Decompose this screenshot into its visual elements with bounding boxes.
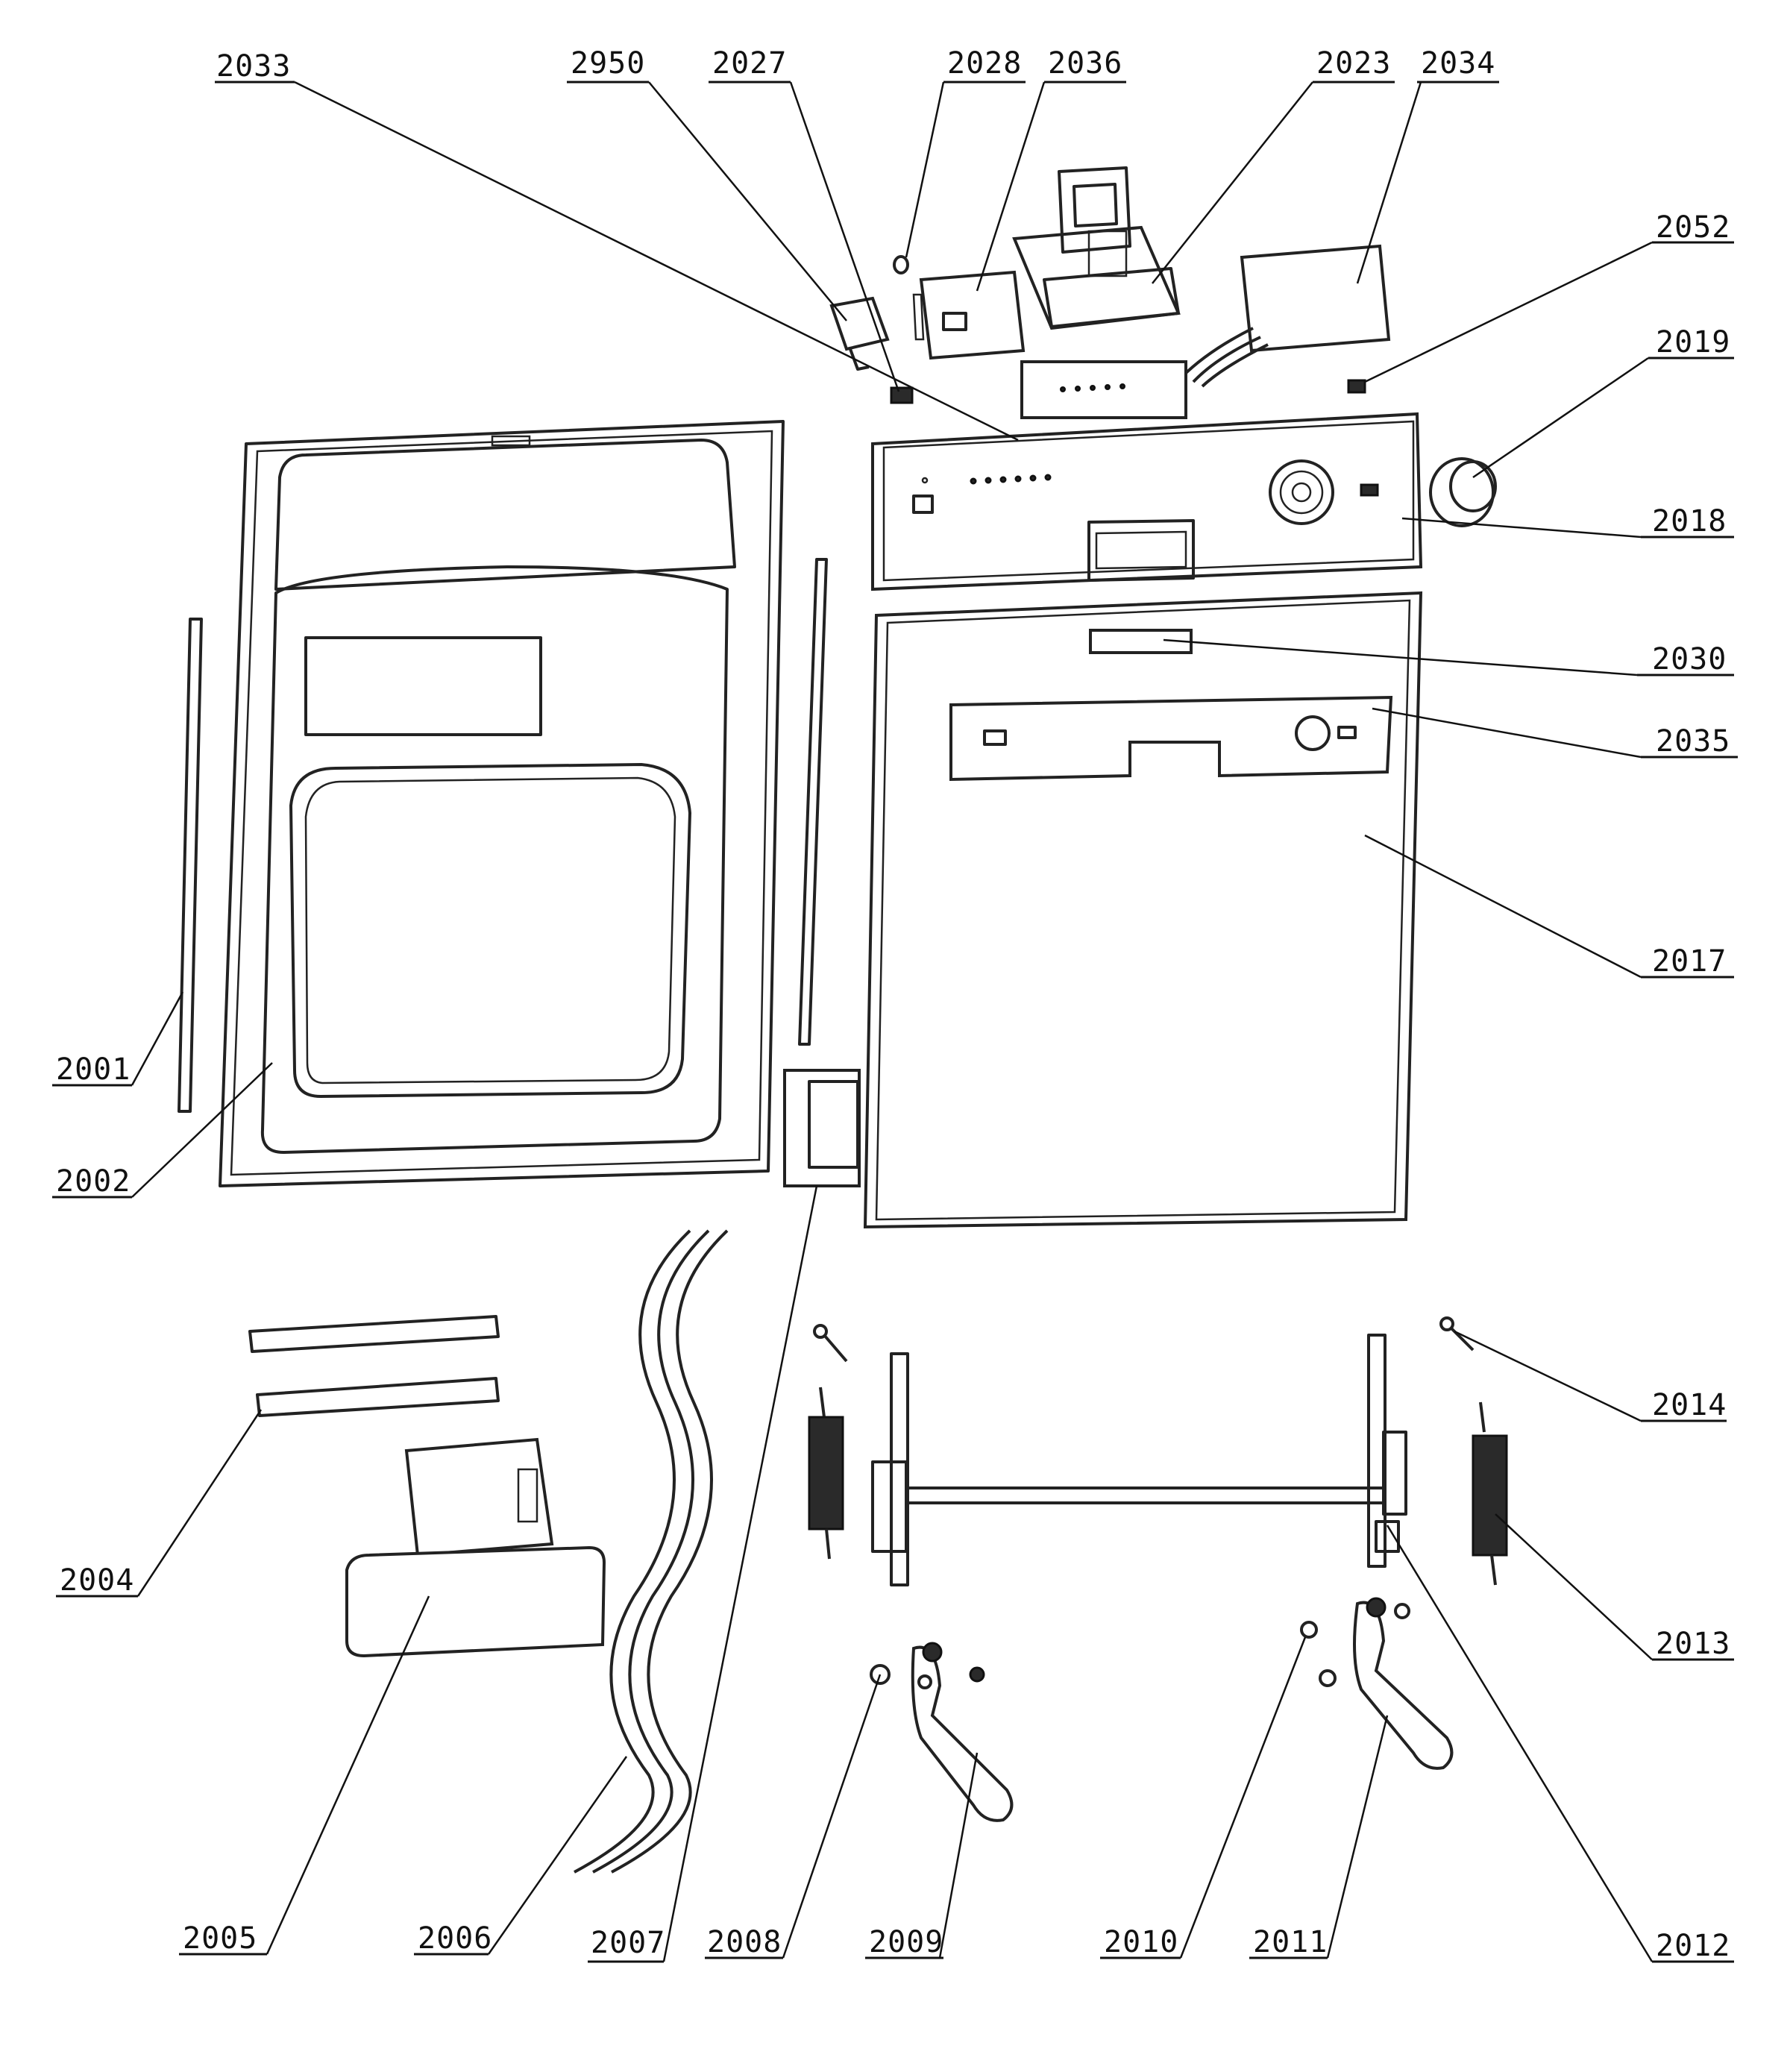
callout-2028: 2028	[947, 46, 1022, 81]
part-side-strip-right	[798, 558, 828, 1046]
callout-2008: 2008	[707, 1925, 782, 1959]
callout-2013: 2013	[1656, 1627, 1730, 1661]
part-2019-knob	[1429, 457, 1497, 527]
part-2004-trim-strips	[248, 1315, 500, 1417]
callout-2030: 2030	[1652, 642, 1727, 676]
callout-2010: 2010	[1104, 1925, 1178, 1959]
leader-lines	[131, 81, 1654, 1962]
callout-2034: 2034	[1421, 46, 1495, 81]
part-2035-control-decal	[949, 695, 1393, 782]
callout-labels: 2033 2950 2027 2028 2036 2023 2034 2052 …	[52, 46, 1738, 1963]
callout-2011: 2011	[1253, 1925, 1328, 1959]
callout-2023: 2023	[1316, 46, 1391, 81]
callout-2017: 2017	[1652, 944, 1727, 979]
part-2002-inner-door	[219, 420, 785, 1187]
part-2013-left-spring	[808, 1387, 844, 1560]
part-2009-left-hinge	[911, 1642, 1014, 1822]
part-2005-door-handle	[345, 1437, 606, 1658]
part-2011-right-hinge	[1319, 1597, 1454, 1770]
part-2028-screw	[893, 255, 909, 274]
part-2052-clip	[1347, 379, 1366, 394]
part-2023-switch-assembly	[1012, 166, 1181, 330]
callout-2004: 2004	[60, 1563, 134, 1598]
callout-2052: 2052	[1656, 210, 1730, 245]
callout-2019: 2019	[1656, 325, 1730, 360]
callout-2027: 2027	[712, 46, 787, 81]
part-2014-left-pin	[813, 1324, 848, 1363]
callout-2007: 2007	[591, 1926, 665, 1960]
part-2013-right-spring	[1472, 1401, 1508, 1586]
part-2008-washers	[870, 1664, 985, 1685]
callout-2036: 2036	[1048, 46, 1122, 81]
callout-2033: 2033	[216, 49, 291, 84]
callout-2005: 2005	[183, 1921, 257, 1956]
callout-2002: 2002	[56, 1164, 131, 1199]
callout-2009: 2009	[869, 1925, 943, 1959]
part-2036-circuit-board	[912, 270, 1026, 360]
part-2018-control-panel	[871, 412, 1423, 591]
part-2007-bracket	[783, 1069, 861, 1187]
part-2001-side-strip	[178, 618, 203, 1113]
callout-2950: 2950	[571, 46, 645, 81]
part-2014-right-pin	[1439, 1316, 1475, 1351]
part-2950-switch	[829, 296, 914, 404]
part-2006-wire-harness	[574, 1229, 729, 1874]
part-2017-outer-door	[863, 591, 1423, 1229]
callout-2012: 2012	[1656, 1929, 1730, 1963]
callout-2018: 2018	[1652, 504, 1727, 539]
callout-2001: 2001	[56, 1052, 131, 1087]
callout-2006: 2006	[418, 1921, 492, 1956]
callout-2014: 2014	[1652, 1388, 1727, 1422]
part-hinge-shaft-assembly	[871, 1334, 1407, 1586]
part-2034-display-board	[1020, 244, 1391, 419]
part-2010-washers	[1300, 1603, 1410, 1639]
callout-2035: 2035	[1656, 724, 1730, 759]
